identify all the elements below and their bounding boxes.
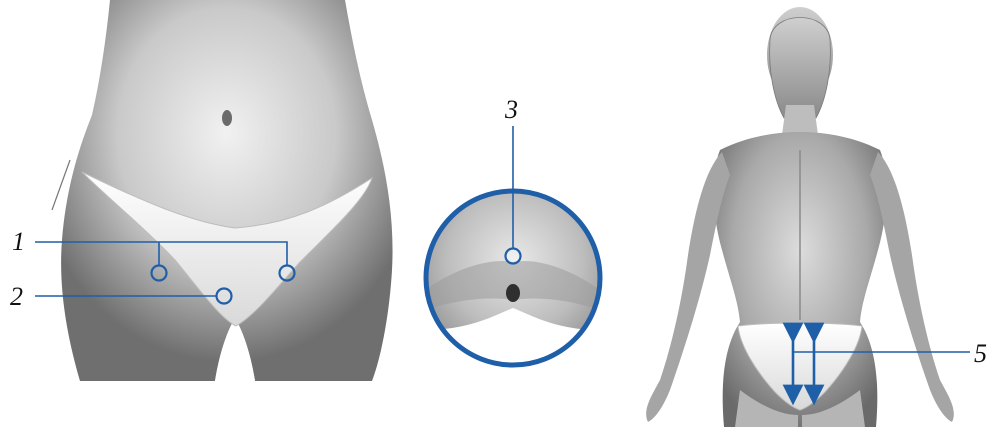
callout-2-label: 2 xyxy=(10,282,23,311)
back-neck xyxy=(782,105,818,135)
back-right-arm xyxy=(870,152,954,422)
back-hair xyxy=(770,18,831,119)
front-torso-figure xyxy=(52,0,393,381)
magnified-detail xyxy=(420,185,610,375)
back-figure xyxy=(646,7,954,427)
navel xyxy=(222,110,232,126)
back-left-arm xyxy=(646,152,730,422)
callout-3-label: 3 xyxy=(504,95,518,124)
callout-1-label: 1 xyxy=(12,227,25,256)
callout-5-label: 5 xyxy=(974,339,987,368)
detail-dark-spot xyxy=(506,284,520,302)
callout-3-point xyxy=(506,249,521,264)
